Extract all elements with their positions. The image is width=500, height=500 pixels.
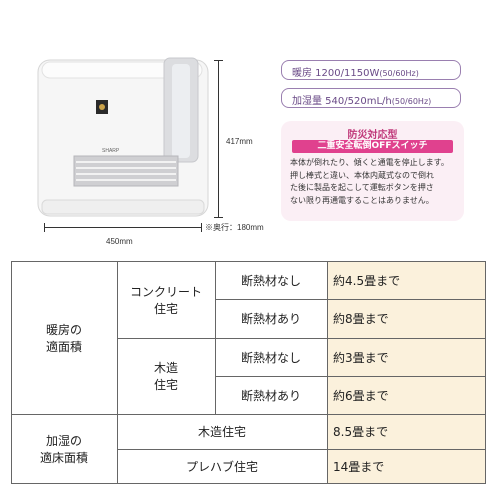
- coverage-table: 暖房の 適面積 加湿の 適床面積 コンクリート 住宅 木造 住宅 木造住宅 プレ…: [11, 261, 486, 484]
- table-border-right: [485, 261, 486, 484]
- insulation-with-label: 断熱材あり: [215, 376, 327, 414]
- humidify-hz-text: (50/60Hz): [391, 97, 432, 106]
- prefab-house-humid-label: プレハブ住宅: [117, 449, 327, 484]
- concrete-house-line1: コンクリート: [129, 284, 202, 299]
- table-section-divider: [11, 414, 486, 415]
- safety-line: 本体が倒れたり、傾くと通電を停止します。: [290, 158, 449, 167]
- brand-logo: SHARP: [102, 148, 120, 154]
- safety-switch-banner: 二重安全転倒OFFスイッチ: [292, 140, 453, 153]
- heating-value-text: 約4.5畳まで: [333, 273, 401, 288]
- humid-area-header-line2: 適床面積: [39, 451, 88, 465]
- safety-description: 本体が倒れたり、傾くと通電を停止します。 押し棒式と違い、本体内蔵式なので倒れ …: [290, 157, 457, 207]
- humid-value-cell: 8.5畳まで: [327, 414, 486, 449]
- heating-hz-text: (50/60Hz): [379, 69, 419, 78]
- wood-house-humid-text: 木造住宅: [197, 425, 246, 439]
- insulation-with-text: 断熱材あり: [240, 312, 301, 326]
- humid-area-header-line1: 加湿の: [45, 434, 82, 448]
- table-col-divider: [117, 261, 118, 484]
- height-dimension-line: [218, 60, 219, 218]
- heating-value-text: 約3畳まで: [333, 350, 389, 365]
- concrete-house-line2: 住宅: [153, 301, 178, 316]
- table-row-divider: [117, 449, 486, 450]
- heating-value-cell: 約3畳まで: [327, 338, 486, 376]
- width-dimension-left-tick: [44, 223, 45, 232]
- humid-value-text: 14畳まで: [333, 460, 385, 474]
- table-col-divider: [215, 261, 216, 414]
- width-dimension-label: 450mm: [106, 237, 133, 246]
- heater-product-image: SHARP: [36, 56, 212, 220]
- height-dimension-top-tick: [214, 60, 223, 61]
- insulation-with-label: 断熱材あり: [215, 299, 327, 338]
- table-border-left: [11, 261, 12, 484]
- safety-feature-panel: 防災対応型 二重安全転倒OFFスイッチ 本体が倒れたり、傾くと通電を停止します。…: [281, 121, 464, 221]
- table-col-divider: [327, 261, 328, 484]
- heating-value-cell: 約4.5畳まで: [327, 261, 486, 299]
- heating-power-spec: 暖房 1200/1150W(50/60Hz): [281, 60, 461, 80]
- wood-house-line2: 住宅: [153, 378, 178, 392]
- heating-area-header: 暖房の 適面積: [11, 261, 117, 414]
- value-column-highlight: [327, 261, 486, 484]
- heating-power-text: 暖房 1200/1150W: [292, 68, 380, 79]
- heating-value-cell: 約6畳まで: [327, 376, 486, 414]
- safety-title: 防災対応型: [347, 130, 398, 141]
- wood-house-humid-label: 木造住宅: [117, 414, 327, 449]
- wood-house-header: 木造 住宅: [117, 338, 215, 414]
- width-dimension-line: [44, 227, 202, 228]
- insulation-none-label: 断熱材なし: [215, 338, 327, 376]
- table-border-bottom: [11, 483, 486, 484]
- heater-illustration: [37, 57, 209, 217]
- humid-area-header: 加湿の 適床面積: [11, 414, 117, 484]
- table-border-top: [11, 261, 486, 262]
- insulation-none-text: 断熱材なし: [240, 273, 301, 288]
- heating-value-text: 約8畳まで: [333, 312, 389, 326]
- depth-note: ※奥行：180mm: [205, 223, 264, 232]
- height-dimension-bottom-tick: [214, 217, 223, 218]
- table-row-divider: [215, 376, 486, 377]
- heating-value-text: 約6畳まで: [333, 388, 389, 403]
- width-dimension-right-tick: [201, 223, 202, 232]
- heating-area-header-line2: 適面積: [45, 339, 82, 354]
- insulation-none-label: 断熱材なし: [215, 261, 327, 299]
- heating-area-header-line1: 暖房の: [45, 322, 82, 337]
- safety-line: 押し棒式と違い、本体内蔵式なので倒れ: [290, 170, 434, 180]
- table-row-divider: [117, 338, 486, 339]
- safety-line: ない限り再通電することはありません。: [290, 195, 434, 205]
- concrete-house-header: コンクリート 住宅: [117, 261, 215, 338]
- heating-value-cell: 約8畳まで: [327, 299, 486, 338]
- humidify-amount-spec: 加湿量 540/520mL/h(50/60Hz): [281, 88, 461, 108]
- insulation-none-text: 断熱材なし: [240, 350, 301, 365]
- height-dimension-label: 417mm: [226, 137, 253, 146]
- insulation-with-text: 断熱材あり: [240, 388, 301, 403]
- safety-line: た後に製品を起こして運転ボタンを押さ: [290, 183, 434, 192]
- humidify-amount-text: 加湿量 540/520mL/h: [292, 96, 392, 107]
- table-row-divider: [215, 299, 486, 300]
- humid-value-cell: 14畳まで: [327, 449, 486, 484]
- humid-value-text: 8.5畳まで: [333, 425, 389, 439]
- prefab-house-humid-text: プレハブ住宅: [185, 460, 258, 474]
- wood-house-line1: 木造: [153, 361, 178, 375]
